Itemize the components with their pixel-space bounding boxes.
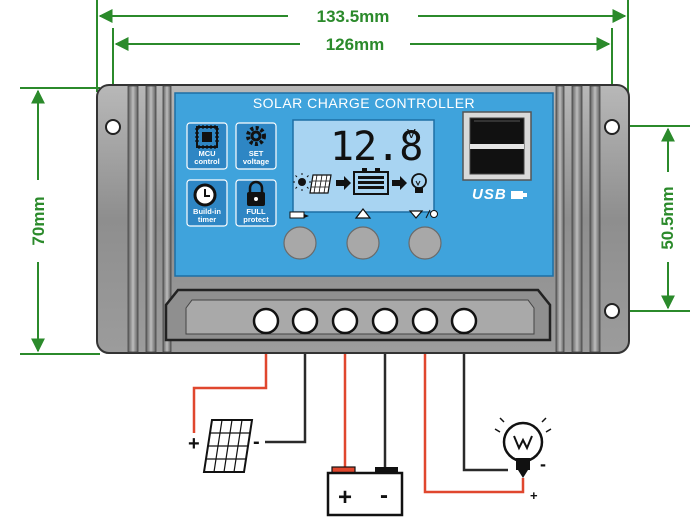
load-minus-label: -	[540, 454, 546, 474]
wire-solar-positive	[192, 354, 268, 433]
wire-load-positive	[423, 354, 525, 494]
hole-height-label: 50.5mm	[658, 186, 677, 249]
usb-icon	[511, 191, 527, 199]
usb-label: USB	[472, 186, 507, 203]
flow-arrow-icon	[336, 176, 351, 190]
feature-protect-line2: protect	[243, 215, 269, 224]
chip-icon	[195, 125, 219, 149]
usb-port[interactable]	[462, 111, 532, 181]
battery-plus-label: +	[338, 484, 352, 511]
sun-panel-icon	[293, 173, 332, 194]
feature-mcu-label: MCU control	[185, 150, 229, 166]
mounting-hole-bottom-right	[604, 303, 620, 319]
overall-width-label: 133.5mm	[317, 7, 390, 26]
battery-lcd-icon	[353, 168, 389, 195]
gear-icon	[246, 126, 266, 146]
feature-set-line1: SET	[248, 149, 264, 158]
terminal-load-positive[interactable]	[411, 307, 439, 335]
terminal-battery-positive[interactable]	[331, 307, 359, 335]
overall-height-label: 70mm	[29, 196, 48, 245]
feature-protect-box	[235, 179, 277, 227]
mounting-hole-top-left	[105, 119, 121, 135]
feature-set-box	[235, 122, 277, 170]
lcd-voltage-reading: 12.8	[330, 124, 423, 170]
up-button[interactable]	[346, 226, 380, 260]
wiring	[192, 354, 525, 494]
terminal-solar-negative[interactable]	[291, 307, 319, 335]
up-button-icon	[354, 208, 372, 219]
menu-button-icon	[289, 211, 309, 219]
feature-protect-line1: FULL	[246, 207, 266, 216]
dimension-hole-width: 126mm	[112, 28, 613, 112]
clock-icon	[193, 183, 217, 207]
battery-minus-label: -	[380, 482, 388, 509]
terminal-solar-positive[interactable]	[252, 307, 280, 335]
feature-mcu-line2: control	[194, 157, 220, 166]
terminal-battery-negative[interactable]	[371, 307, 399, 335]
menu-button[interactable]	[283, 226, 317, 260]
hole-width-label: 126mm	[326, 35, 385, 54]
feature-timer-line2: timer	[197, 215, 217, 224]
lock-icon	[247, 180, 265, 206]
feature-mcu-box	[186, 122, 228, 170]
flow-arrow-icon	[392, 176, 407, 190]
down-button-icon	[408, 209, 438, 219]
feature-timer-box	[186, 179, 228, 227]
wire-solar-negative	[265, 354, 307, 444]
mounting-hole-top-right	[604, 119, 620, 135]
dimension-overall-height: 70mm	[20, 87, 100, 355]
bulb-lcd-icon	[411, 173, 427, 193]
terminal-load-negative[interactable]	[450, 307, 478, 335]
solar-minus-label: -	[253, 431, 260, 453]
feature-timer-label: Build-in timer	[185, 208, 229, 224]
solar-plus-label: +	[188, 433, 200, 455]
load-plus-label: +	[530, 488, 538, 503]
lcd-voltage-unit: V	[407, 126, 416, 141]
feature-set-line2: voltage	[242, 157, 270, 166]
lamp-icon: - +	[494, 417, 552, 503]
wire-load-negative	[462, 354, 508, 472]
feature-protect-label: FULL protect	[234, 208, 278, 224]
panel-title: SOLAR CHARGE CONTROLLER	[252, 95, 476, 111]
terminal-block	[164, 288, 552, 342]
lcd-display	[292, 119, 435, 213]
feature-mcu-line1: MCU	[198, 149, 216, 158]
feature-timer-line1: Build-in	[193, 207, 221, 216]
solar-panel-icon: + -	[188, 419, 260, 473]
dimension-overall-width: 133.5mm	[96, 0, 629, 92]
feature-set-label: SET voltage	[234, 150, 278, 166]
down-button[interactable]	[408, 226, 442, 260]
battery-icon: + -	[326, 466, 404, 517]
